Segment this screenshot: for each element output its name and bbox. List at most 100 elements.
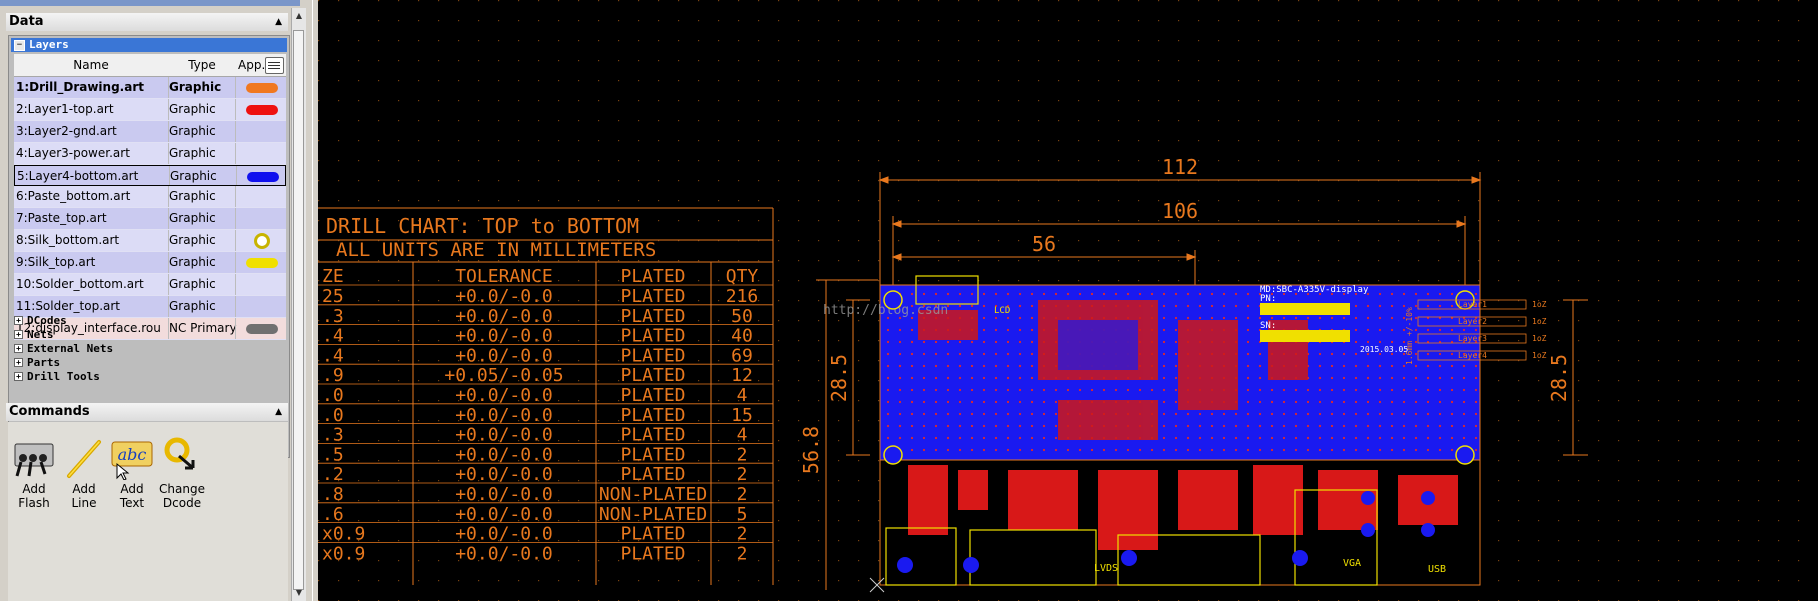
expand-plus-icon[interactable]: + [14,330,23,339]
drill-chart-cell: 2 [737,543,748,564]
column-type[interactable]: Type [188,58,216,72]
add-text-label: Add Text [119,482,145,510]
layer-color-swatch-icon[interactable] [246,258,278,268]
column-appearance[interactable]: App... [238,58,273,72]
svg-text:abc: abc [118,445,147,464]
layer-color-swatch-icon[interactable] [246,105,278,115]
layer-appearance[interactable] [236,252,286,272]
layer-name: 8:Silk_bottom.art [16,233,120,247]
stackup-layer-bar [1417,316,1527,327]
expand-plus-icon[interactable]: + [14,372,23,381]
change-dcode-label: Change Dcode [159,482,205,510]
layer-row[interactable]: 8:Silk_bottom.art Graphic [14,230,286,252]
drill-chart-cell: 5 [737,504,748,525]
layer-type: Graphic [169,299,216,313]
layer-color-swatch-icon[interactable] [247,172,279,182]
add-line-button[interactable]: Add Line [60,434,108,510]
drill-chart-cell: NON-PLATED [599,504,707,525]
drill-chart-cell: +0.0/-0.0 [455,425,553,446]
layer-appearance[interactable] [236,318,286,338]
panel-splitter[interactable] [312,0,319,601]
column-divider [235,143,236,164]
layer-color-swatch-icon[interactable] [254,233,270,249]
drill-chart-cell: PLATED [620,385,685,406]
drill-chart-cell: PLATED [620,464,685,485]
layer-appearance[interactable] [236,230,286,250]
layer-type: Graphic [169,102,216,116]
tree-item[interactable]: +Nets [11,328,287,342]
gerber-canvas[interactable]: DRILL CHART: TOP to BOTTOM ALL UNITS ARE… [318,0,1818,601]
stackup-layer-bar [1417,333,1527,344]
data-section-header[interactable]: Data ▲ [6,13,288,31]
layer-appearance[interactable] [236,186,286,206]
tree-item[interactable]: +Drill Tools [11,370,287,384]
collapse-arrow-icon[interactable]: ▲ [275,17,282,27]
commands-section-header[interactable]: Commands ▲ [6,403,288,421]
expand-plus-icon[interactable]: + [14,316,23,325]
layer-type: Graphic [169,124,216,138]
change-dcode-button[interactable]: Change Dcode [158,434,206,510]
layer-type: Graphic [169,233,216,247]
drill-chart-cell: 4 [737,425,748,446]
add-text-icon: abc [109,434,155,481]
tree-item[interactable]: +External Nets [11,342,287,356]
layers-group-header[interactable]: − Layers [11,38,287,52]
column-divider [168,318,169,339]
column-divider [168,230,169,251]
layer-color-swatch-icon[interactable] [246,83,278,93]
drill-chart-cell: .2 [322,464,344,485]
stackup-layer-label: Layer2 [1458,317,1487,326]
layer-name: 7:Paste_top.art [16,211,107,225]
drill-chart-cell: 2 [737,444,748,465]
add-text-button[interactable]: abc Add Text [108,434,156,510]
layer-appearance[interactable] [236,208,286,228]
layers-group-label: Layers [29,38,69,51]
pn-label-box [1260,303,1350,315]
drill-chart-title: DRILL CHART: TOP to BOTTOM [326,214,639,238]
tree-item[interactable]: +Parts [11,356,287,370]
column-divider [235,274,236,295]
drill-chart-cell: PLATED [620,365,685,386]
layer-name: 1:Drill_Drawing.art [16,80,144,94]
collapse-minus-icon[interactable]: − [14,40,25,51]
drill-chart-cell: .5 [322,444,344,465]
drill-chart-cell: PLATED [620,345,685,366]
layer-type: Graphic [170,169,217,183]
panel-scrollbar[interactable]: ▲ ▼ [291,8,306,601]
layer-appearance[interactable] [236,143,286,163]
stackup-layer-bar [1417,350,1527,361]
layer-appearance[interactable] [236,296,286,316]
drill-chart-cell: 2 [737,484,748,505]
collapse-arrow-icon[interactable]: ▲ [275,407,282,417]
scroll-thumb[interactable] [293,30,304,590]
scroll-down-icon[interactable]: ▼ [295,588,303,597]
layer-appearance[interactable] [236,77,286,97]
column-chooser-icon[interactable] [265,57,284,74]
column-name[interactable]: Name [73,58,109,72]
tree-item[interactable]: +DCodes [11,314,287,328]
layer-color-swatch-icon[interactable] [246,324,278,334]
add-flash-button[interactable]: Add Flash [10,434,58,510]
drill-chart-cell: .3 [322,306,344,327]
expand-plus-icon[interactable]: + [14,358,23,367]
scroll-up-icon[interactable]: ▲ [295,11,303,20]
layer-appearance[interactable] [237,166,287,186]
expand-plus-icon[interactable]: + [14,344,23,353]
drill-chart-header: PLATED [620,266,685,287]
layer-appearance[interactable] [236,274,286,294]
layer-appearance[interactable] [236,121,286,141]
layer-appearance[interactable] [236,99,286,119]
pcb-board[interactable]: 112 106 56 28.5 28.5 56.8 [799,155,1588,593]
